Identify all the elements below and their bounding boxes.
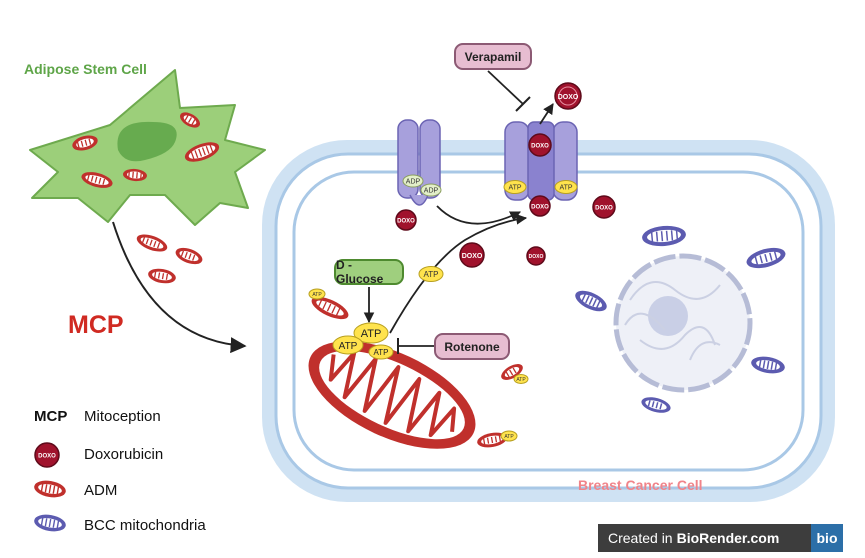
svg-text:DOXO: DOXO xyxy=(531,144,549,150)
verapamil-label: Verapamil xyxy=(454,43,532,70)
atp-molecule: ATP xyxy=(554,180,578,194)
svg-text:ATP: ATP xyxy=(361,328,382,340)
mitoception-arrow xyxy=(112,221,247,354)
atp-molecule: ATP xyxy=(353,322,389,344)
legend-adm-icon xyxy=(34,480,66,498)
svg-text:DOXO: DOXO xyxy=(595,206,613,212)
badge-created-in: Created in xyxy=(608,530,673,546)
rotenone-label: Rotenone xyxy=(434,333,510,360)
svg-text:ATP: ATP xyxy=(312,292,322,298)
atp-molecule: ATP xyxy=(308,288,326,300)
doxo-molecule: DOXO xyxy=(395,209,417,231)
large-adm-mitochondrion xyxy=(308,341,476,449)
svg-text:ADP: ADP xyxy=(406,179,421,186)
adipose-nucleus xyxy=(117,121,177,162)
svg-text:DOXO: DOXO xyxy=(462,253,483,260)
verapamil-inhibition xyxy=(487,70,531,112)
bcc-mitochondria xyxy=(575,225,786,413)
adipose-stem-cell-label: Adipose Stem Cell xyxy=(24,61,147,77)
doxo-molecule: DOXO xyxy=(529,195,551,217)
svg-text:ATP: ATP xyxy=(559,185,572,192)
svg-text:DOXO: DOXO xyxy=(531,205,549,211)
svg-text:ATP: ATP xyxy=(424,270,439,279)
adp-molecule: ADP xyxy=(402,174,424,188)
svg-text:ATP: ATP xyxy=(504,434,514,440)
atp-molecule: ATP xyxy=(500,430,518,442)
atp-molecule: ATP xyxy=(418,266,444,282)
biorender-badge[interactable]: Created in BioRender.com bio xyxy=(598,524,843,552)
doxo-efflux-arrow xyxy=(539,103,554,125)
legend-mitoception-label: Mitoception xyxy=(84,408,161,425)
breast-cancer-cell-label: Breast Cancer Cell xyxy=(578,477,703,493)
legend-bcc-mitochondria-icon xyxy=(34,514,66,532)
svg-text:ATP: ATP xyxy=(516,377,526,383)
svg-text:DOXO: DOXO xyxy=(397,219,415,225)
atp-molecule: ATP xyxy=(368,344,394,360)
legend-adm-label: ADM xyxy=(84,482,118,499)
adm-mitochondria-in-adipose-cell xyxy=(72,112,220,188)
doxo-molecule: DOXO xyxy=(526,246,546,266)
rotenone-inhibition xyxy=(397,338,434,354)
atp-molecule: ATP xyxy=(513,374,529,384)
svg-text:DOXO: DOXO xyxy=(38,454,56,460)
svg-text:ATP: ATP xyxy=(339,341,358,352)
adp-molecule: ADP xyxy=(420,183,442,197)
doxo-molecule: DOXO xyxy=(528,133,552,157)
legend-doxorubicin-label: Doxorubicin xyxy=(84,446,164,463)
adm-mitochondria-transferred xyxy=(136,234,203,284)
biorender-logo-icon: bio xyxy=(811,524,843,552)
svg-text:DOXO: DOXO xyxy=(558,94,579,101)
svg-text:ATP: ATP xyxy=(508,185,521,192)
adipose-stem-cell xyxy=(29,69,266,226)
adp-to-atp-arrow xyxy=(436,205,521,225)
doxo-molecule: DOXO xyxy=(459,242,485,268)
legend-doxorubicin-icon: DOXO xyxy=(34,442,60,468)
adm-mitochondria-in-bcc xyxy=(311,296,523,448)
atp-molecule: ATP xyxy=(332,335,364,355)
atp-molecule: ATP xyxy=(503,180,527,194)
mcp-label: MCP xyxy=(68,311,124,339)
atp-to-transporter-arrow xyxy=(389,213,528,334)
doxo-molecule: DOXO xyxy=(554,82,582,110)
nucleus xyxy=(613,253,753,393)
svg-text:ADP: ADP xyxy=(424,188,439,195)
badge-brand: BioRender.com xyxy=(676,530,780,546)
legend-mcp-abbr: MCP xyxy=(34,408,68,425)
svg-text:DOXO: DOXO xyxy=(529,254,544,260)
legend-bcc-mitochondria-label: BCC mitochondria xyxy=(84,517,206,534)
svg-text:ATP: ATP xyxy=(374,348,389,357)
doxo-molecule: DOXO xyxy=(592,195,616,219)
d-glucose-label: D - Glucose xyxy=(334,258,404,286)
